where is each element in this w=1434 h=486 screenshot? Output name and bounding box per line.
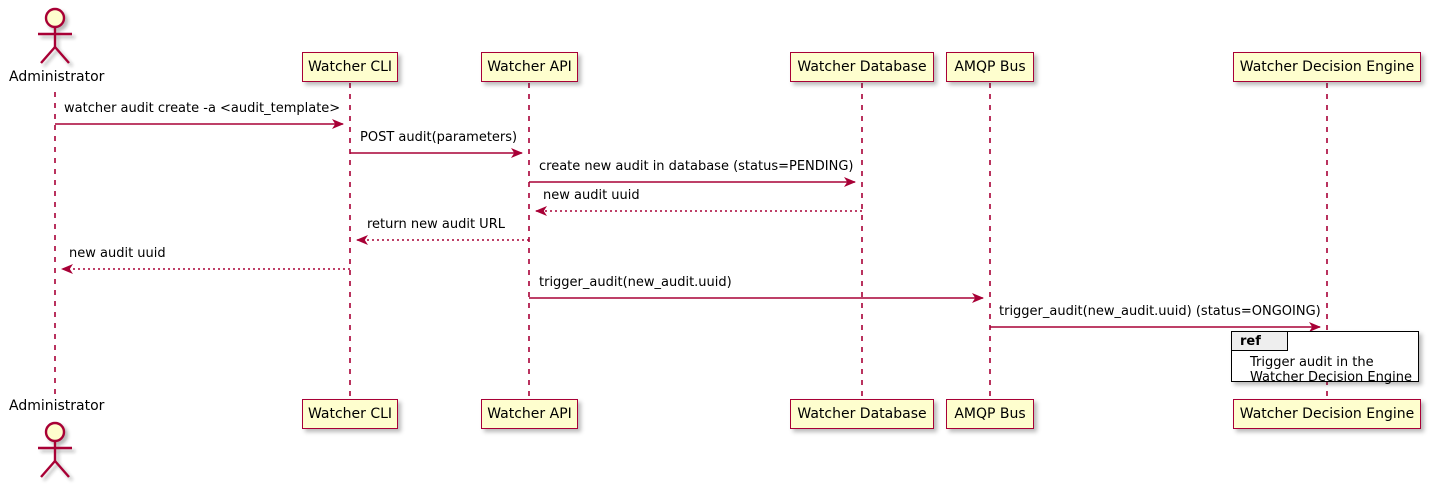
actor-label-administrator-top: Administrator <box>9 69 105 85</box>
message-arrows <box>55 119 1321 332</box>
actor-administrator-bottom <box>38 421 72 478</box>
participant-box-watcher-api-bottom[interactable]: Watcher API <box>481 399 578 429</box>
ref-block-line-1: Trigger audit in the <box>1250 355 1374 370</box>
participant-box-watcher-database-bottom[interactable]: Watcher Database <box>790 399 934 429</box>
message-label-msg-3: create new audit in database (status=PEN… <box>539 159 854 174</box>
participant-box-watcher-decision-engine-bottom[interactable]: Watcher Decision Engine <box>1233 399 1421 429</box>
participant-box-watcher-cli-bottom[interactable]: Watcher CLI <box>302 399 398 429</box>
message-label-msg-2: POST audit(parameters) <box>360 130 518 145</box>
ref-block-line-2: Watcher Decision Engine <box>1250 370 1412 385</box>
ref-block[interactable]: ref Trigger audit in the Watcher Decisio… <box>1231 331 1419 385</box>
participant-box-amqp-bus-bottom[interactable]: AMQP Bus <box>946 399 1034 429</box>
message-label-msg-6: new audit uuid <box>69 246 166 261</box>
message-label-msg-8: trigger_audit(new_audit.uuid) (status=ON… <box>999 304 1321 319</box>
participant-box-watcher-api-top[interactable]: Watcher API <box>481 52 578 82</box>
message-label-msg-4: new audit uuid <box>543 188 640 203</box>
message-label-msg-5: return new audit URL <box>367 217 505 232</box>
lifelines <box>54 83 1328 398</box>
participant-box-watcher-cli-top[interactable]: Watcher CLI <box>302 52 398 82</box>
participant-box-watcher-decision-engine-top[interactable]: Watcher Decision Engine <box>1233 52 1421 82</box>
participant-box-amqp-bus-top[interactable]: AMQP Bus <box>946 52 1034 82</box>
message-label-msg-1: watcher audit create -a <audit_template> <box>64 101 341 116</box>
actor-label-administrator-bottom: Administrator <box>9 398 105 414</box>
participant-box-watcher-database-top[interactable]: Watcher Database <box>790 52 934 82</box>
actor-administrator-top <box>38 7 72 64</box>
message-label-msg-7: trigger_audit(new_audit.uuid) <box>539 275 732 290</box>
ref-block-tab-label: ref <box>1232 332 1288 351</box>
